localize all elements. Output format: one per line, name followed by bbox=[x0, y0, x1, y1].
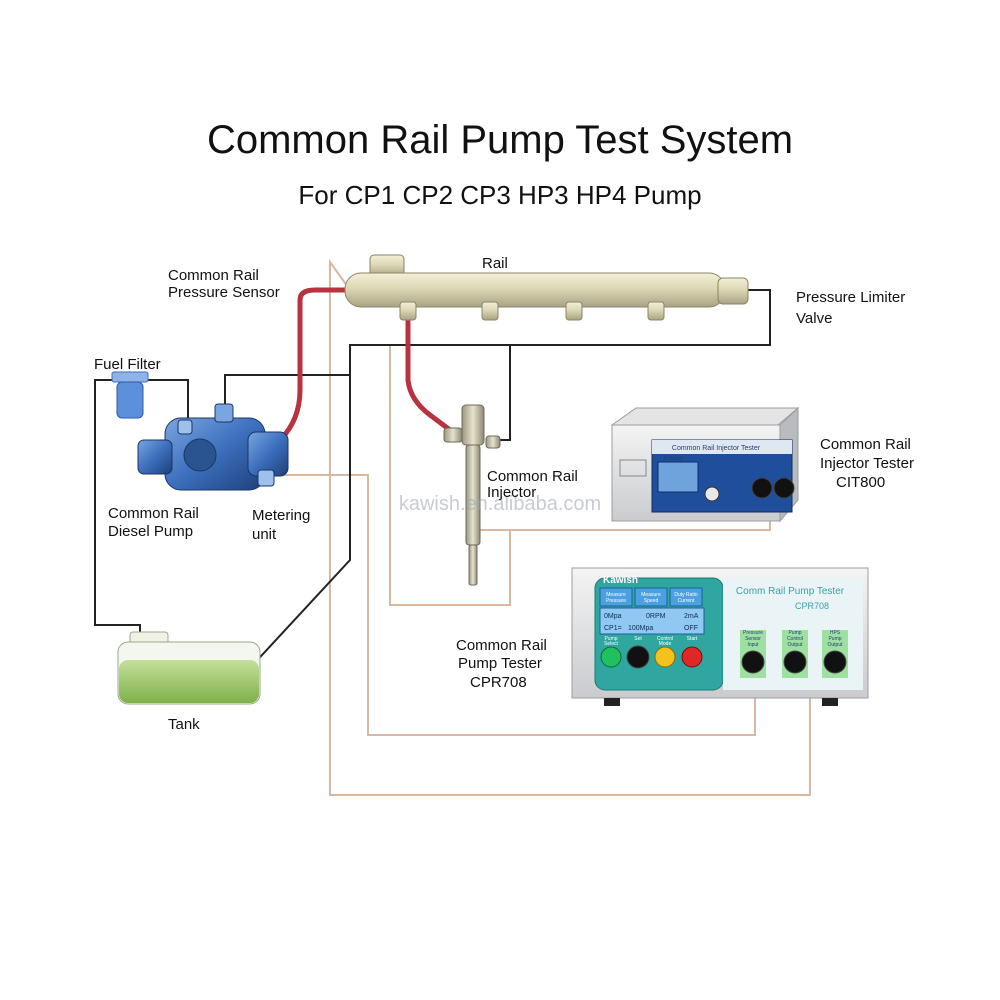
label-rail: Rail bbox=[482, 255, 508, 272]
signal-wires bbox=[265, 258, 811, 796]
lcd-current: 2mA bbox=[684, 613, 699, 620]
port-1-label-c: Input bbox=[747, 642, 759, 648]
common-rail bbox=[344, 254, 749, 321]
cpr708-port-labels: Pressure Sensor Input Pump Control Outpu… bbox=[743, 630, 843, 648]
knob-control-label-2: Mode bbox=[659, 641, 672, 647]
knob-pump-label: Pump bbox=[604, 636, 617, 642]
cit800-brand: Kawish bbox=[664, 456, 683, 462]
port-2-label-b: Control bbox=[787, 636, 803, 642]
knob-start-label: Start bbox=[687, 636, 698, 642]
label-pump-tester-line2: Pump Tester bbox=[458, 655, 542, 672]
label-fuel-filter: Fuel Filter bbox=[94, 356, 161, 373]
diagram-title: Common Rail Pump Test System bbox=[206, 118, 794, 162]
cpr708-tester bbox=[571, 567, 869, 706]
rail-to-injector-line bbox=[405, 312, 453, 433]
pump-return-line bbox=[224, 374, 350, 408]
label-injector-tester-line3: CIT800 bbox=[836, 474, 886, 491]
label-pressure-limiter-line1: Pressure Limiter bbox=[796, 289, 906, 306]
btn-measure-speed-line1: Measure bbox=[641, 592, 661, 598]
label-pressure-sensor-line1: Common Rail bbox=[168, 267, 259, 284]
injector-signal-wire bbox=[389, 345, 511, 606]
label-injector-tester-line1: Common Rail bbox=[820, 436, 911, 453]
lcd-pressure: 0Mpa bbox=[604, 613, 622, 620]
knob-control-label: Control bbox=[657, 636, 673, 642]
label-injector-tester-line2: Injector Tester bbox=[820, 455, 914, 472]
label-pressure-sensor-line2: Pressure Sensor bbox=[168, 284, 280, 301]
cit800-tester bbox=[610, 406, 800, 523]
cpr708-brand: Kawish bbox=[603, 575, 638, 586]
knob-pump-label-2: Select bbox=[604, 641, 619, 647]
label-diesel-pump-line2: Diesel Pump bbox=[108, 523, 194, 540]
knob-set-label: Set bbox=[634, 636, 642, 642]
port-3-label-b: Pump bbox=[828, 636, 841, 642]
label-diesel-pump-line1: Common Rail bbox=[108, 505, 199, 522]
cpr708-lcd: 0Mpa 0RPM 2mA CP1= 100Mpa OFF bbox=[604, 613, 699, 632]
cit800-header: Common Rail Injector Tester bbox=[672, 445, 761, 452]
lcd-speed: 0RPM bbox=[646, 613, 666, 620]
btn-duty-line2: Current bbox=[678, 598, 695, 604]
injector bbox=[443, 404, 501, 586]
port-2-label-a: Pump bbox=[788, 630, 801, 636]
port-1-label-b: Sensor bbox=[745, 636, 761, 642]
cpr708-function-buttons: Measure Pressure Measure Speed Duty Rati… bbox=[606, 592, 698, 604]
port-3-label-c: Output bbox=[827, 642, 843, 648]
metering-signal-wire bbox=[265, 474, 756, 736]
port-3-label-a: HPS bbox=[830, 630, 841, 636]
btn-duty-line1: Duty Ratio bbox=[674, 592, 698, 598]
label-pump-tester-line3: CPR708 bbox=[470, 674, 527, 691]
cpr708-heading: Comm Rail Pump Tester bbox=[736, 586, 845, 597]
port-1-label-a: Pressure bbox=[743, 630, 763, 636]
watermark: kawish.en.alibaba.com bbox=[399, 493, 601, 515]
limiter-return-line bbox=[224, 289, 771, 696]
label-metering-unit-line2: unit bbox=[252, 526, 277, 543]
fuel-filter bbox=[111, 371, 149, 419]
pump-to-rail-line bbox=[277, 287, 348, 443]
lcd-set: 100Mpa bbox=[628, 625, 653, 632]
lcd-cp: CP1= bbox=[604, 625, 622, 632]
high-pressure-lines bbox=[277, 287, 453, 443]
sensor-signal-wire bbox=[329, 258, 811, 796]
injector-return-line bbox=[495, 345, 511, 441]
btn-measure-speed-line2: Speed bbox=[644, 598, 659, 604]
diagram-subtitle: For CP1 CP2 CP3 HP3 HP4 Pump bbox=[298, 180, 702, 210]
filter-to-pump-line bbox=[142, 379, 189, 430]
label-tank: Tank bbox=[168, 716, 200, 733]
btn-measure-pressure-line1: Measure bbox=[606, 592, 626, 598]
label-pressure-limiter-line2: Valve bbox=[796, 310, 833, 327]
label-pump-tester-line1: Common Rail bbox=[456, 637, 547, 654]
btn-measure-pressure-line2: Pressure bbox=[606, 598, 626, 604]
port-2-label-c: Output bbox=[787, 642, 803, 648]
label-metering-unit-line1: Metering bbox=[252, 507, 311, 524]
lcd-state: OFF bbox=[684, 625, 698, 632]
tank bbox=[117, 631, 261, 705]
diesel-pump bbox=[137, 403, 289, 491]
cpr708-knob-labels: Pump Select Set Control Mode Start bbox=[604, 636, 698, 647]
cpr708-model: CPR708 bbox=[795, 601, 829, 611]
label-injector-line2: Injector bbox=[487, 484, 537, 501]
label-injector-line1: Common Rail bbox=[487, 468, 578, 485]
